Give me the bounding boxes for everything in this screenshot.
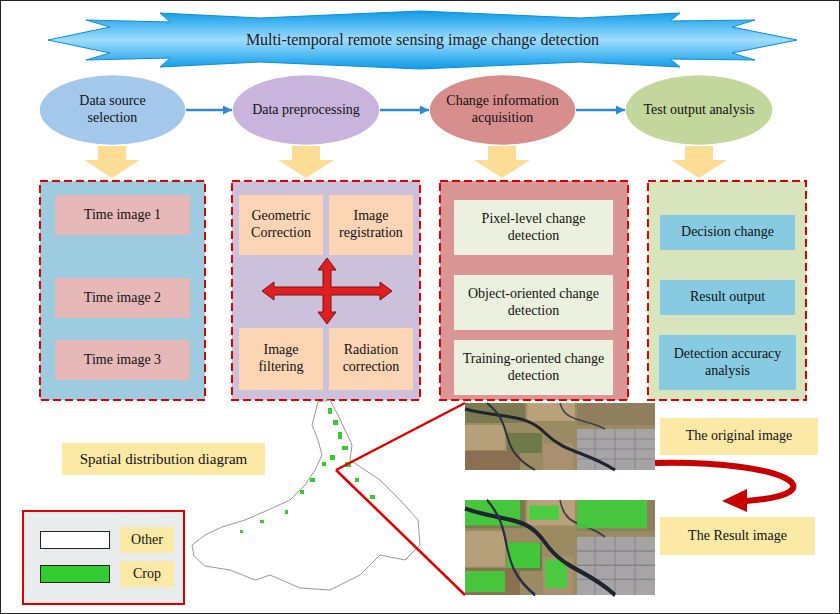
node-label: Spatial distribution diagram xyxy=(80,450,247,468)
node-label: Training-oriented change detection xyxy=(459,351,608,385)
zoom-lines xyxy=(336,403,465,595)
panel xyxy=(440,181,628,400)
process-box: Spatial distribution diagram xyxy=(62,443,265,475)
legend-swatch xyxy=(40,565,110,583)
legend-label: Crop xyxy=(133,566,161,582)
legend-row: Crop xyxy=(24,560,183,588)
node-label: Pixel-level change detection xyxy=(459,211,608,245)
process-box: Decision change xyxy=(660,215,795,250)
process-box: Image filtering xyxy=(239,328,323,390)
process-box: Image registration xyxy=(329,195,413,255)
node-label: Object-oriented change detection xyxy=(459,286,608,320)
node-label: Change information acquisition xyxy=(445,93,560,127)
node-label: Test output analysis xyxy=(643,102,754,119)
region-map xyxy=(192,400,420,590)
process-box: Detection accuracy analysis xyxy=(659,335,796,390)
down-arrows xyxy=(84,146,727,178)
flow-arrow xyxy=(380,109,429,112)
legend-label-box: Crop xyxy=(120,561,174,587)
result-satellite-image xyxy=(465,500,655,595)
legend-box: OtherCrop xyxy=(22,510,185,605)
process-box: The original image xyxy=(660,418,818,455)
process-box: Training-oriented change detection xyxy=(454,340,613,395)
panel xyxy=(648,181,806,400)
node-label: Detection accuracy analysis xyxy=(664,346,791,380)
process-box: Time image 2 xyxy=(55,278,190,318)
flow-arrow xyxy=(186,109,232,112)
node-label: Time image 2 xyxy=(84,290,161,307)
process-ellipse: Test output analysis xyxy=(625,75,773,145)
node-label: Time image 1 xyxy=(84,207,161,224)
red-curved-arrow xyxy=(655,463,793,512)
node-label: Data source selection xyxy=(55,93,170,127)
node-label: Geometric Correction xyxy=(242,208,320,242)
node-label: Result output xyxy=(690,289,765,306)
diagram-title: Multi-temporal remote sensing image chan… xyxy=(45,30,800,49)
legend-swatch xyxy=(40,531,110,549)
flow-arrow xyxy=(576,109,625,112)
stage-panels xyxy=(40,181,806,400)
down-arrow xyxy=(84,146,140,178)
panel xyxy=(40,181,205,400)
process-box: Pixel-level change detection xyxy=(454,200,613,255)
process-box: Time image 3 xyxy=(55,340,190,380)
process-box: Result output xyxy=(660,280,795,315)
node-label: Data preprocessing xyxy=(252,102,360,119)
node-label: The Result image xyxy=(688,528,787,545)
down-arrow xyxy=(671,146,727,178)
process-ellipse: Data preprocessing xyxy=(232,75,380,145)
panel xyxy=(232,181,420,400)
node-label: The original image xyxy=(686,428,793,445)
process-box: Object-oriented change detection xyxy=(454,275,613,330)
process-ellipse: Data source selection xyxy=(39,75,186,145)
process-box: Time image 1 xyxy=(55,195,190,235)
node-label: Image registration xyxy=(332,208,410,242)
node-label: Decision change xyxy=(681,224,774,241)
down-arrow xyxy=(474,146,530,178)
legend-label-box: Other xyxy=(120,527,174,553)
process-ellipse: Change information acquisition xyxy=(429,75,576,145)
original-satellite-image xyxy=(465,403,655,470)
node-label: Radiation correction xyxy=(332,342,410,376)
cross-arrow xyxy=(262,258,392,324)
process-box: Radiation correction xyxy=(329,328,413,390)
node-label: Time image 3 xyxy=(84,352,161,369)
process-box: Geometric Correction xyxy=(239,195,323,255)
node-label: Image filtering xyxy=(242,342,320,376)
legend-row: Other xyxy=(24,526,183,554)
down-arrow xyxy=(278,146,334,178)
process-box: The Result image xyxy=(660,517,815,555)
legend-label: Other xyxy=(131,532,163,548)
